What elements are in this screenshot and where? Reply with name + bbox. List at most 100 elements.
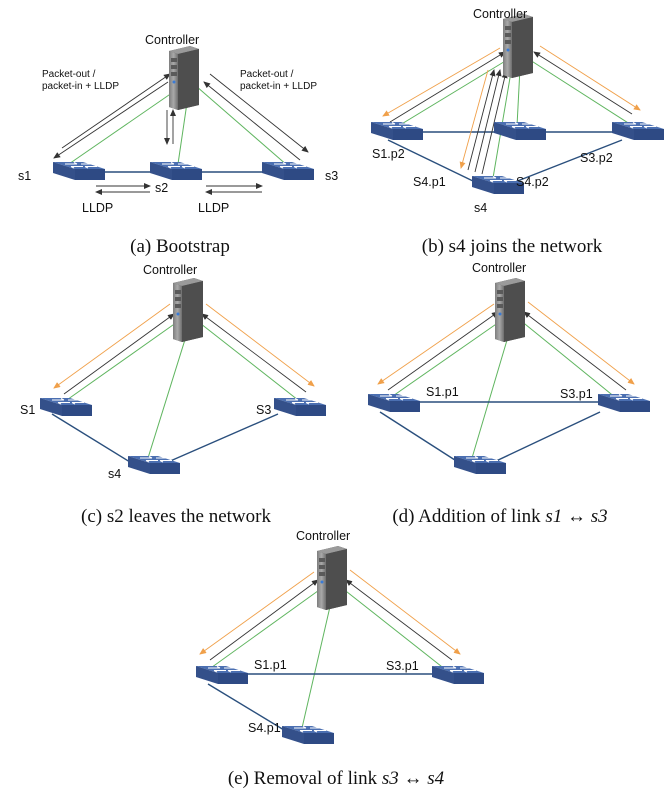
orange-arrow-to-s1	[53, 303, 171, 389]
controller-label: Controller	[296, 529, 350, 543]
orange-arrow-to-s1	[377, 303, 495, 385]
controller-server-icon	[503, 14, 533, 78]
switch-icon-s3	[611, 121, 665, 141]
switch-icon-s1	[195, 665, 249, 685]
switch-icon-s3	[273, 397, 327, 417]
control-link-s1	[65, 85, 183, 167]
port-label-s4p1: S4.p1	[413, 175, 446, 189]
control-link-s3	[195, 85, 289, 167]
control-link-s3	[529, 59, 637, 129]
control-link-s3	[195, 319, 299, 401]
port-label-s3p1: S3.p1	[560, 387, 593, 401]
black-arrow-from-s3	[523, 311, 627, 391]
orange-arrow-to-s3	[349, 569, 461, 655]
black-arrow-from-s3	[201, 313, 307, 393]
caption-e-math: s3 ↔ s4	[382, 768, 445, 789]
switch-icon-s4	[127, 455, 181, 475]
controller-label: Controller	[145, 33, 199, 47]
switch-icon-s4	[281, 725, 335, 745]
port-label-s1p1: S1.p1	[254, 658, 287, 672]
black-arrow-from-s3	[533, 51, 633, 115]
lldp-label-right: LLDP	[198, 201, 229, 215]
lldp-label-left: LLDP	[82, 201, 113, 215]
switch-icon-s3	[431, 665, 485, 685]
packet-label-left-line1: Packet-out /	[42, 69, 96, 80]
switch-label-s3: S3	[256, 403, 271, 417]
orange-arrow-to-s3	[205, 303, 315, 387]
switch-icon-s3	[261, 161, 315, 181]
orange-arrow-to-s4	[459, 69, 489, 169]
control-link-s4	[147, 329, 189, 459]
control-link-s1	[394, 59, 508, 129]
black-arrow-from-s3	[345, 579, 453, 661]
caption-b: (b) s4 joins the network	[422, 236, 603, 257]
arrow-s3-to-ctrl	[203, 81, 301, 161]
switch-icon-s2	[493, 121, 547, 141]
arrow-s1-to-ctrl	[61, 73, 171, 149]
controller-server-icon	[169, 46, 199, 110]
packet-label-right-line2: packet-in + LLDP	[240, 81, 317, 92]
controller-server-icon	[317, 546, 347, 610]
port-label-s1p2: S1.p2	[372, 147, 405, 161]
control-link-s3	[519, 319, 617, 399]
black-arrow-from-s1	[63, 313, 175, 395]
panel-d-add-link: Controller S1.p1 S3.p1 (d) Addition of l…	[367, 261, 651, 527]
switch-label-s3: s3	[325, 169, 338, 183]
controller-label: Controller	[473, 7, 527, 21]
arrow-ctrl-to-s3	[209, 73, 309, 153]
packet-label-left-line2: packet-in + LLDP	[42, 81, 119, 92]
switch-icon-s1	[367, 393, 421, 413]
orange-arrow-to-s1	[382, 47, 501, 117]
caption-a: (a) Bootstrap	[130, 236, 230, 257]
control-link-s4	[471, 329, 511, 459]
panel-e-remove-link: Controller S1.p1 S3.p1 S4.p1 (e) Removal…	[195, 529, 485, 789]
control-link-s1	[207, 587, 323, 671]
controller-server-icon	[495, 278, 525, 342]
port-label-s4p2: S4.p2	[516, 175, 549, 189]
panel-b-s4-joins: Controller S1.p2 S3.p2 S4.p1 S4.p2 s4 (b…	[370, 7, 665, 257]
black-arrow-from-s1	[209, 579, 319, 661]
control-link-s1	[389, 319, 503, 399]
caption-d: (d) Addition of link s1 ↔ s3	[392, 506, 607, 527]
caption-d-math: s1 ↔ s3	[545, 506, 607, 527]
panel-c-s2-leaves: Controller S1 S3 s4 (c) s2 leaves the ne…	[20, 263, 327, 527]
switch-icon-s1	[52, 161, 106, 181]
data-link-s1-s4	[387, 139, 476, 183]
controller-server-icon	[173, 278, 203, 342]
black-arrow-from-s4-1	[467, 69, 496, 171]
switch-icon-s3	[597, 393, 651, 413]
switch-icon-s2	[149, 161, 203, 181]
data-link-s1-s4	[379, 411, 459, 463]
port-label-s1p1: S1.p1	[426, 385, 459, 399]
black-arrow-from-s4-2	[474, 69, 502, 173]
switch-label-s4: s4	[108, 467, 121, 481]
switch-icon-s4	[453, 455, 507, 475]
orange-arrow-to-s1	[199, 571, 315, 655]
caption-c: (c) s2 leaves the network	[81, 506, 271, 527]
control-link-s2	[516, 67, 521, 127]
switch-label-s4: s4	[474, 201, 487, 215]
caption-d-text: (d) Addition of link	[392, 506, 545, 527]
data-link-s4-s3	[167, 413, 279, 463]
data-link-s1-s4	[207, 683, 285, 731]
packet-label-right-line1: Packet-out /	[240, 69, 294, 80]
black-arrow-from-s1	[387, 311, 499, 391]
data-link-s4-s3	[493, 411, 601, 463]
controller-label: Controller	[472, 261, 526, 275]
switch-icon-s1	[39, 397, 93, 417]
control-link-s4	[301, 597, 333, 729]
orange-arrow-to-s3	[527, 301, 635, 385]
switch-icon-s1	[370, 121, 424, 141]
port-label-s3p1: S3.p1	[386, 659, 419, 673]
black-arrow-from-s1	[389, 51, 506, 123]
port-label-s3p2: S3.p2	[580, 151, 613, 165]
switch-label-s1: S1	[20, 403, 35, 417]
controller-label: Controller	[143, 263, 197, 277]
panel-a-bootstrap: Controller Packet-out / packet-in + LLDP…	[18, 33, 338, 257]
caption-e: (e) Removal of link s3 ↔ s4	[228, 768, 445, 789]
port-label-s4p1: S4.p1	[248, 721, 281, 735]
switch-label-s1: s1	[18, 169, 31, 183]
data-link-s1-s4	[51, 413, 131, 463]
data-link-s4-s3	[514, 139, 623, 183]
